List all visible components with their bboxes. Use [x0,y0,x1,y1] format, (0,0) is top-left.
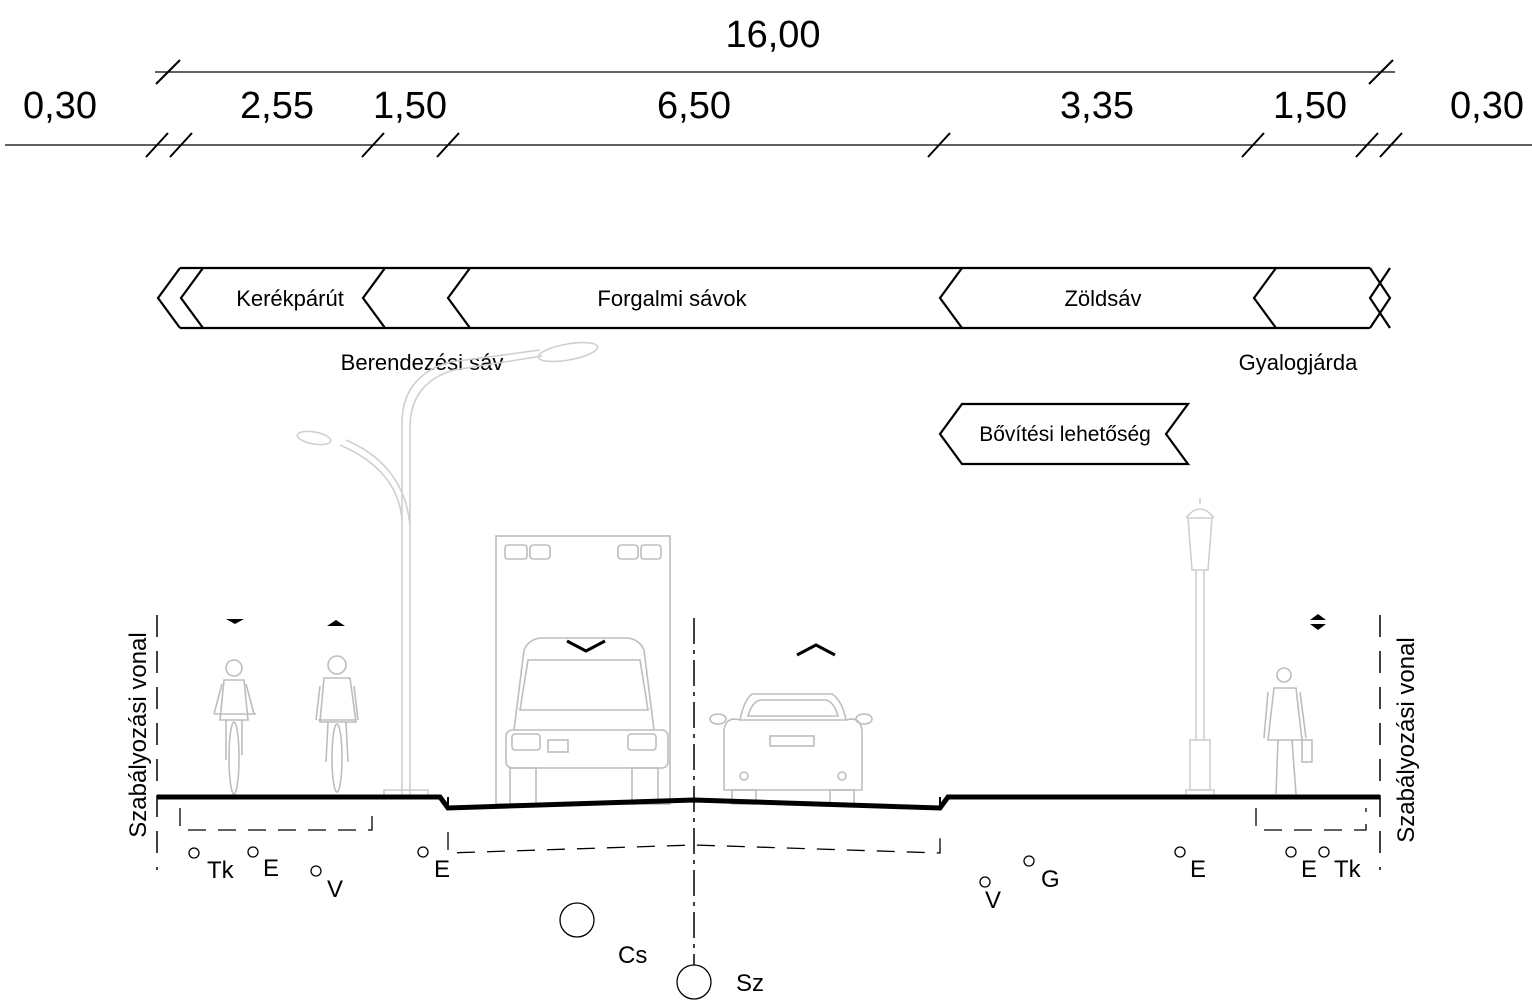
direction-arrow-up-walk [1310,614,1326,620]
substructure-outlines [179,808,1367,854]
band-label-zoldsav: Zöldsáv [1064,286,1141,311]
total-width-label: 16,00 [725,14,820,56]
double-street-lamp [296,341,599,799]
dim-left-margin: 0,30 [23,85,97,127]
band-label-gyalogjarda: Gyalogjárda [1239,350,1358,375]
utility-label-e-curb-left: E [434,856,450,883]
direction-arrow-up-bike [327,620,345,626]
utility-label-g-right: G [1041,866,1060,893]
utility-label-e-lamp: E [1190,856,1206,883]
utility-label-tk-left: Tk [207,857,235,884]
utility-label-v-right: V [985,887,1001,914]
dimension-lines [5,59,1532,158]
dim-furniture-strip: 1,50 [373,85,447,127]
utility-label-tk-right: Tk [1334,856,1362,883]
direction-arrow-down-bike [226,619,244,624]
dim-green-strip: 3,35 [1060,85,1134,127]
band-chevrons [156,266,1392,330]
expansion-label: Bővítési lehetőség [979,423,1151,446]
direction-arrow-down-walk [1310,624,1326,630]
historic-lamp-post [1185,498,1215,799]
utility-markers [188,846,1330,1000]
passenger-car [709,693,873,805]
band-label-berendezesi: Berendezési sáv [341,350,504,375]
utility-label-e-right: E [1301,856,1317,883]
band-label-kerekparut: Kerékpárút [236,286,344,311]
dim-bike-path: 2,55 [240,85,314,127]
utility-label-cs: Cs [618,942,647,969]
utility-label-e-left: E [263,855,279,882]
cyclist-right [315,655,359,793]
band-label-forgalmi: Forgalmi sávok [597,286,747,311]
dim-traffic-lanes: 6,50 [657,85,731,127]
regulation-label-right: Szabályozási vonal [1393,637,1420,842]
direction-arrow-up-lane [796,643,836,657]
utility-label-sz: Sz [736,970,764,997]
ground-profile [157,794,1380,811]
regulation-label-left: Szabályozási vonal [125,632,152,837]
utility-label-v-left: V [327,876,343,903]
cyclist-left [213,659,256,795]
expansion-tag-shape [938,402,1191,466]
dim-right-margin: 0,30 [1450,85,1524,127]
dim-sidewalk: 1,50 [1273,85,1347,127]
pedestrian [1263,667,1313,795]
direction-arrow-down-lane [566,639,606,653]
box-truck [495,535,671,805]
